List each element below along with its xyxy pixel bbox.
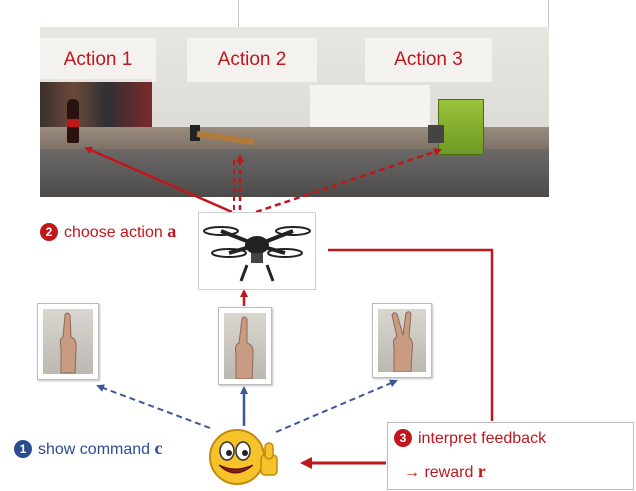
gesture-card-3 — [372, 303, 432, 378]
reward-text: → reward — [404, 464, 478, 481]
interpret-feedback-caption: 3 interpret feedback — [394, 429, 546, 449]
hand-one-finger-icon — [59, 312, 77, 374]
bottle-label — [67, 119, 79, 127]
wall-panel — [310, 85, 430, 127]
shelf-items — [40, 79, 152, 129]
reward-caption: → reward r — [404, 461, 486, 483]
arrow-to-action-3 — [255, 148, 442, 214]
interpret-feedback-text: interpret feedback — [418, 430, 547, 447]
feedback-box: 3 interpret feedback → reward r — [387, 422, 634, 490]
arrow-user-to-gesture-3 — [275, 379, 398, 433]
gesture-card-2 — [218, 307, 272, 385]
feedback-loop-line — [328, 248, 494, 421]
gesture-photo-3 — [378, 309, 426, 373]
gesture-photo-2 — [224, 313, 266, 380]
action-label-1: Action 1 — [40, 38, 156, 82]
action-symbol: a — [167, 221, 177, 241]
scene-photo: Action 1 Action 2 Action 3 — [40, 27, 549, 197]
choose-action-caption: 2 choose action a — [40, 221, 176, 243]
arrow-user-to-gesture-1 — [96, 384, 211, 429]
thumbs-up-emoji-icon — [209, 429, 278, 485]
step-2-badge: 2 — [40, 223, 58, 241]
drone-card — [198, 212, 316, 290]
show-command-caption: 1 show command c — [14, 438, 163, 460]
frame-line-top-vertical — [238, 0, 239, 27]
step-3-badge: 3 — [394, 429, 412, 447]
hand-v-sign-icon — [391, 311, 414, 373]
step-1-badge: 1 — [14, 440, 32, 458]
desk-front — [40, 149, 549, 197]
action-label-2: Action 2 — [187, 38, 317, 82]
show-command-text: show command — [38, 441, 155, 458]
drone-icon — [203, 226, 311, 282]
action-label-3: Action 3 — [365, 38, 492, 82]
gesture-photo-1 — [43, 309, 93, 374]
choose-action-text: choose action — [64, 224, 168, 241]
desk-top — [40, 127, 549, 149]
hand-index-up-icon — [234, 316, 254, 380]
reward-symbol: r — [477, 461, 486, 481]
command-symbol: c — [154, 438, 163, 458]
arrow-to-action-1 — [84, 146, 233, 214]
hammer-head — [190, 125, 200, 141]
gesture-card-1 — [37, 303, 99, 380]
box-object — [428, 125, 444, 143]
